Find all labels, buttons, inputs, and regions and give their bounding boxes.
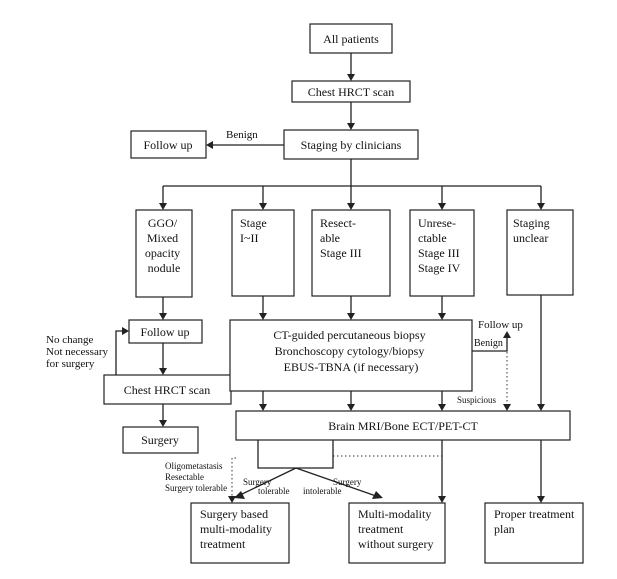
- proper-treatment-label: Proper treatment plan: [494, 507, 577, 536]
- stage-1-2-label: Stage I~II: [240, 216, 270, 245]
- all-patients-box: [309, 23, 393, 54]
- surgery-intolerable-label: Surgery intolerable: [303, 477, 364, 496]
- proper-treatment-box: [484, 502, 584, 564]
- resectable-label: Resect- able Stage III: [320, 216, 362, 260]
- chest-hrct-2-box: [103, 374, 232, 405]
- ggo-box: [135, 209, 193, 298]
- benign-right-label: Benign: [474, 338, 503, 349]
- follow-up-right-label: Follow up: [478, 319, 523, 331]
- surgery-based-box: [190, 502, 290, 564]
- follow-up-top-box: [130, 130, 207, 159]
- ggo-label: GGO/ Mixed opacity nodule: [145, 216, 183, 275]
- follow-up-left-label: Follow up: [140, 325, 189, 339]
- no-change-label: No change Not necessary for surgery: [46, 334, 111, 370]
- staging-clinicians-label: Staging by clinicians: [301, 138, 402, 152]
- connectors: [115, 53, 545, 503]
- unresectable-box: [409, 209, 475, 297]
- surgery-box: [122, 426, 199, 454]
- chest-hrct-box: [291, 80, 411, 103]
- oligometastasis-label: Oligometastasis Resectable Surgery toler…: [165, 461, 227, 493]
- biopsy-label: CT-guided percutaneous biopsy Bronchosco…: [273, 328, 428, 374]
- all-patients-label: All patients: [323, 32, 379, 46]
- resectable-box: [311, 209, 391, 297]
- benign-top-label: Benign: [226, 129, 258, 141]
- staging-unclear-label: Staging unclear: [513, 216, 553, 245]
- chest-hrct-2-label: Chest HRCT scan: [124, 383, 210, 397]
- stage-1-2-box: [231, 209, 295, 297]
- follow-up-top-label: Follow up: [143, 138, 192, 152]
- multi-modality-box: [348, 502, 446, 564]
- surgery-tolerable-label: Surgery tolerable: [243, 477, 289, 496]
- chest-hrct-label: Chest HRCT scan: [308, 85, 394, 99]
- staging-unclear-box: [506, 209, 574, 296]
- follow-up-left-box: [128, 319, 203, 344]
- multi-modality-label: Multi-modality treatment without surgery: [358, 507, 434, 551]
- brain-mri-label: Brain MRI/Bone ECT/PET-CT: [328, 419, 478, 433]
- surgery-label: Surgery: [141, 433, 179, 447]
- suspicious-label: Suspicious: [457, 395, 497, 405]
- biopsy-box: [229, 319, 473, 392]
- staging-clinicians-box: [283, 129, 419, 160]
- brain-mri-box: [235, 410, 571, 441]
- surgery-based-label: Surgery based multi-modality treatment: [200, 507, 275, 551]
- unresectable-label: Unrese- ctable Stage III Stage IV: [418, 216, 463, 275]
